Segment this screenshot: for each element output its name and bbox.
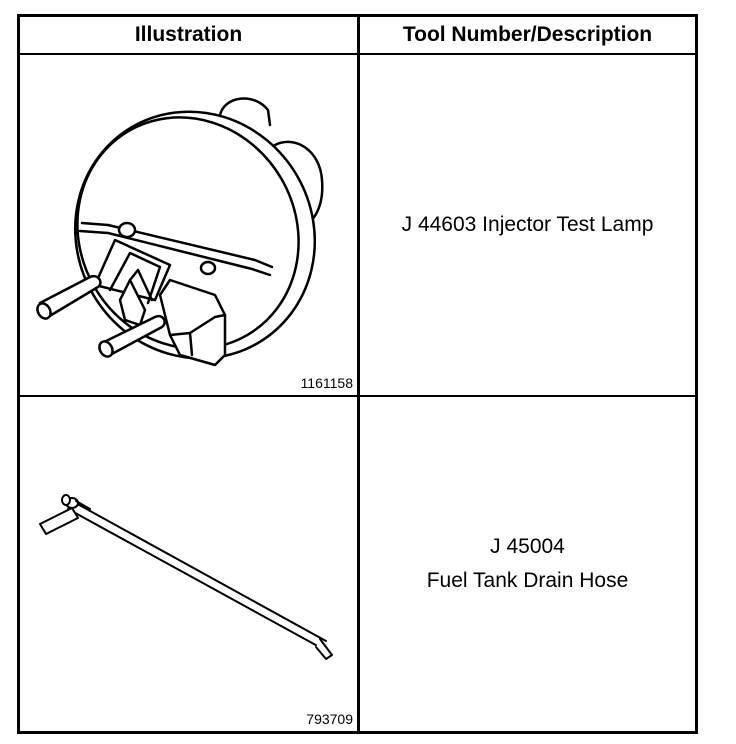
column-divider bbox=[357, 17, 360, 731]
illustration-cell-2: 793709 bbox=[20, 397, 357, 731]
header-illustration: Illustration bbox=[134, 23, 243, 46]
illustration-cell-1: 1161158 bbox=[20, 55, 357, 395]
header-tool-description: Tool Number/Description bbox=[402, 23, 653, 46]
figure-number-2: 793709 bbox=[306, 711, 353, 727]
fuel-tank-drain-hose-drawing bbox=[39, 494, 333, 660]
header-divider bbox=[20, 53, 695, 55]
figure-number-1: 1161158 bbox=[300, 375, 353, 391]
tool-description-2: J 45004 Fuel Tank Drain Hose bbox=[360, 397, 695, 731]
tool-name-2: Fuel Tank Drain Hose bbox=[426, 569, 629, 592]
tool-table: Illustration Tool Number/Description bbox=[17, 14, 698, 734]
injector-test-lamp-drawing bbox=[36, 97, 324, 367]
tool-description-1-text: J 44603 Injector Test Lamp bbox=[401, 213, 654, 236]
tool-description-1: J 44603 Injector Test Lamp bbox=[360, 55, 695, 395]
tool-number-2: J 45004 bbox=[490, 535, 565, 558]
row-divider bbox=[20, 395, 695, 397]
